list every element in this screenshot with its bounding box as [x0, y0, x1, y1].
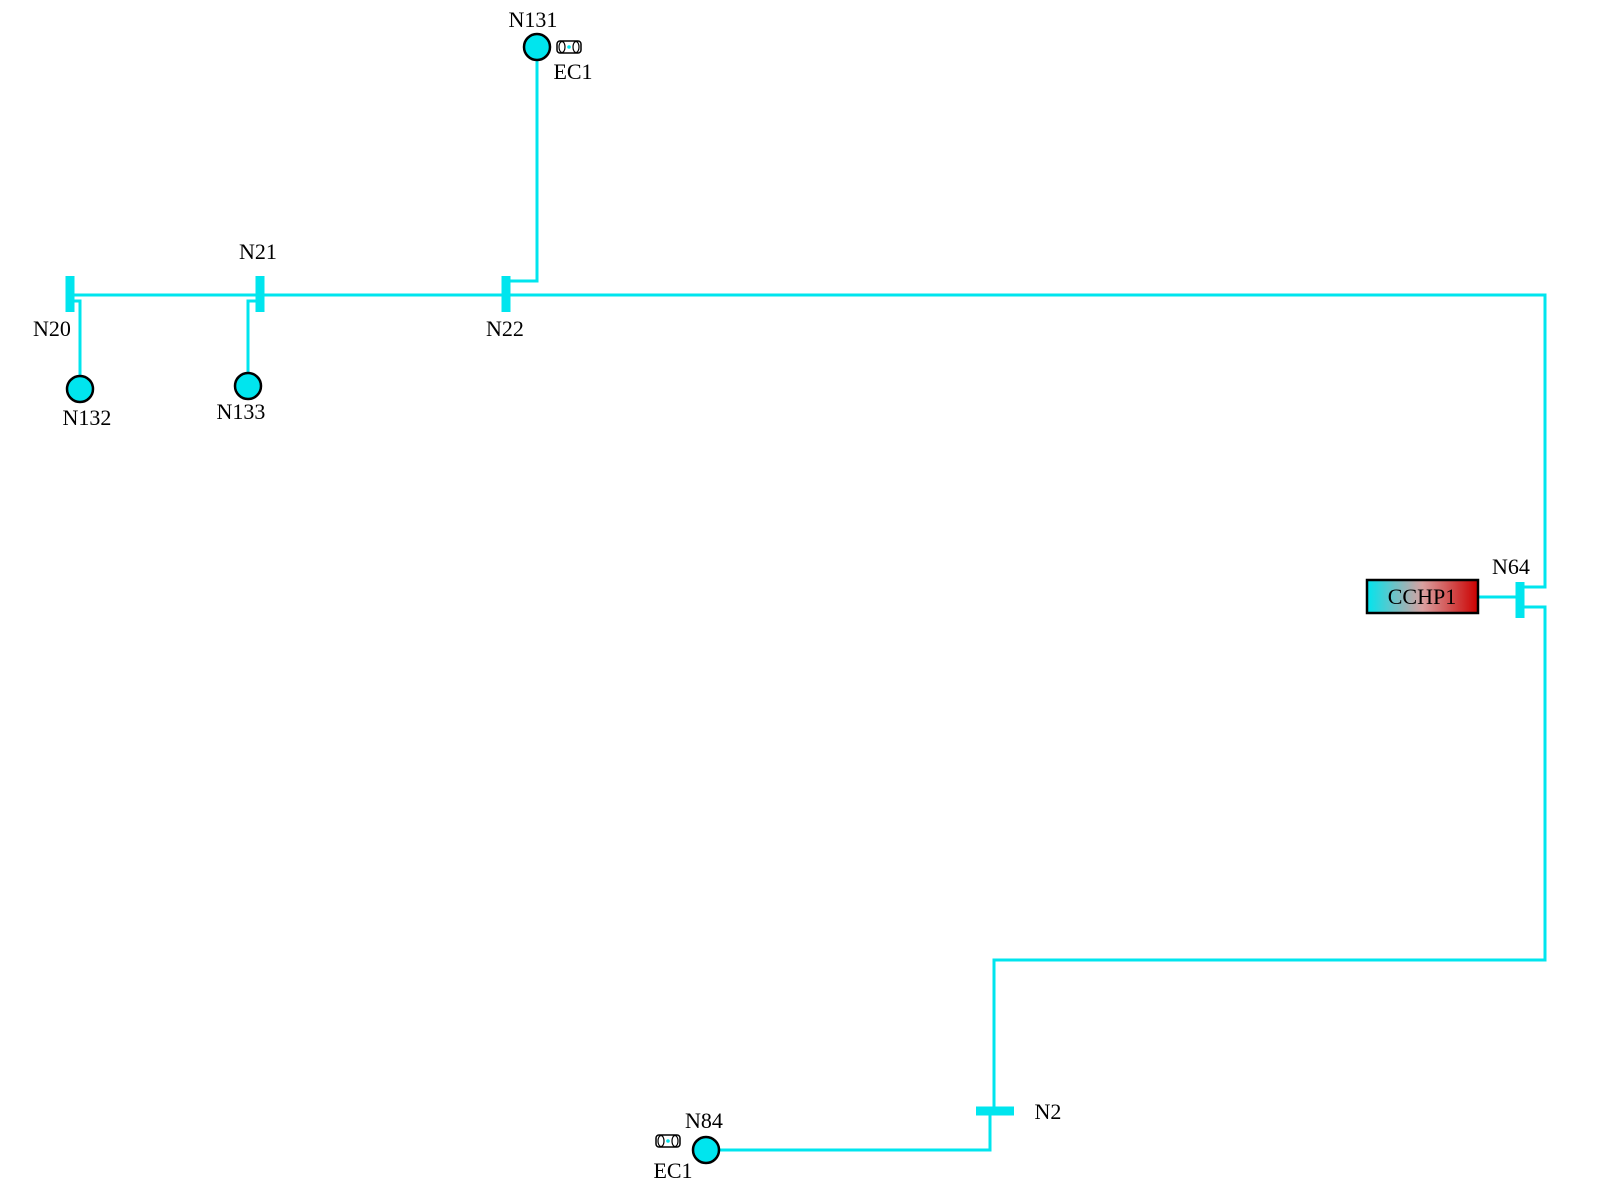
pipe-n64-n2[interactable] — [992, 605, 1547, 1110]
labels: N131 EC1 N21 N20 N22 N132 N133 N64 N2 N8… — [33, 7, 1530, 1183]
label-n2: N2 — [1035, 1099, 1062, 1124]
node-n133[interactable] — [233, 371, 263, 401]
energy-converter-icon[interactable] — [655, 1134, 681, 1148]
pipe-n20-n132[interactable] — [70, 299, 82, 377]
pipe-n22-n131[interactable] — [506, 48, 539, 283]
pipe-n21-n133[interactable] — [246, 299, 258, 373]
pipes — [70, 48, 1547, 1152]
label-n133: N133 — [217, 399, 266, 424]
node-n84[interactable] — [691, 1135, 721, 1165]
label-n22: N22 — [486, 316, 524, 341]
node-n131[interactable] — [522, 32, 552, 62]
label-n84: N84 — [685, 1108, 723, 1133]
pipe-n2-n84[interactable] — [718, 1112, 992, 1152]
cchp-label: CCHP1 — [1388, 584, 1456, 609]
node-n132[interactable] — [65, 374, 95, 404]
nodes — [65, 32, 721, 1165]
label-n21: N21 — [239, 239, 277, 264]
label-n20: N20 — [33, 316, 71, 341]
energy-converter-icon[interactable] — [556, 40, 582, 54]
label-n64: N64 — [1492, 554, 1530, 579]
pipe-main-trunk[interactable] — [70, 293, 1547, 589]
label-n131: N131 — [509, 7, 558, 32]
cchp-unit-icon[interactable]: CCHP1 — [1365, 578, 1480, 615]
label-ec1-top: EC1 — [553, 59, 592, 84]
buses — [65, 276, 1525, 1116]
label-n132: N132 — [63, 405, 112, 430]
label-ec1-bottom: EC1 — [653, 1158, 692, 1183]
